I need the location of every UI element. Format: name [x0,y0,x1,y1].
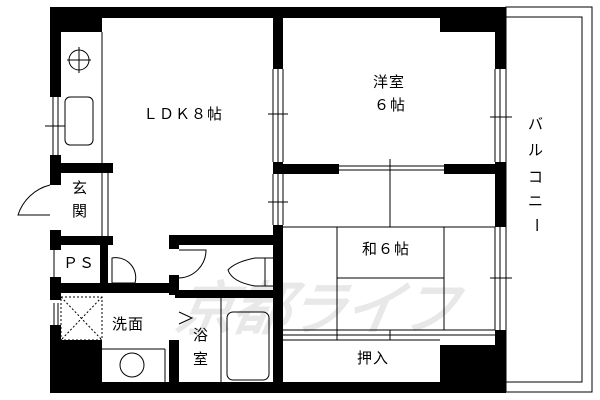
wall-bottom [50,382,506,393]
entrance-label-2: 関 [72,202,89,220]
entrance-label-1: 玄 [72,179,89,197]
ldk-label: ＬＤＫ８帖 [143,105,224,123]
closet-label: 押入 [357,349,390,367]
balcony-char-1: バ [528,115,545,133]
bath-label-2: 室 [193,350,210,368]
balcony-char-4: ニ [528,192,545,210]
balcony-char-3: コ [528,168,545,186]
pipe-space-label: ＰＳ [63,254,96,272]
bath-label-1: 浴 [193,326,210,344]
balcony-outline [505,6,593,393]
balcony-char-2: ル [528,141,545,159]
japanese-room-label: 和６帖 [362,240,411,258]
western-room-label-1: 洋室 [373,73,406,91]
western-room-label-2: ６帖 [374,96,407,114]
washroom-label: 洗面 [112,315,145,333]
balcony-char-5: ー [527,217,546,234]
